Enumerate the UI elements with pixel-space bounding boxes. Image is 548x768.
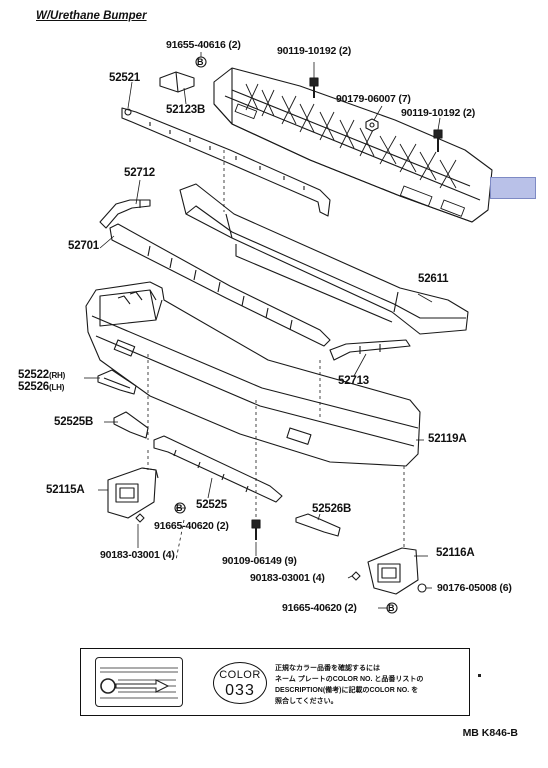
label-52521: 52521 xyxy=(109,72,140,84)
leader-lines xyxy=(84,52,441,609)
label-lh: (LH) xyxy=(48,383,65,392)
color-legend-box: COLOR 033 正規なカラー品番を確認するには ネーム プレートのCOLOR… xyxy=(80,648,470,716)
label-90119-top: 90119-10192 (2) xyxy=(277,45,352,57)
stay-52115a xyxy=(107,467,159,519)
label-91665-left: 91665-40620 (2) xyxy=(154,520,229,532)
label-90179: 90179-06007 (7) xyxy=(336,93,411,105)
label-90109: 90109-06149 (9) xyxy=(222,555,297,567)
label-52115a: 52115A xyxy=(46,484,85,496)
retainer-52521 xyxy=(121,107,331,217)
label-52712: 52712 xyxy=(124,167,155,179)
fastener-left xyxy=(135,513,145,523)
marker-b-left-letter: B xyxy=(176,503,183,513)
label-52611: 52611 xyxy=(418,273,449,285)
label-52522: 52522(RH) xyxy=(18,369,66,382)
stay-52116a xyxy=(367,547,419,595)
highlight-callout xyxy=(490,177,536,199)
label-52526: 52526(LH) xyxy=(18,381,65,394)
molding-52712 xyxy=(99,199,151,229)
label-rh: (RH) xyxy=(48,371,66,380)
label-52713: 52713 xyxy=(338,375,369,387)
molding-52701 xyxy=(109,223,331,347)
bracket-52525b xyxy=(113,411,149,439)
fastener-right xyxy=(351,571,361,581)
label-52123b: 52123B xyxy=(166,104,206,116)
color-word: COLOR xyxy=(219,669,261,681)
name-plate-illustration xyxy=(95,657,183,707)
label-52701: 52701 xyxy=(68,240,99,252)
label-52522-number: 52522 xyxy=(18,369,49,381)
lower-retainer-52525 xyxy=(153,435,283,503)
bumper-cover-52119a xyxy=(85,281,421,467)
molding-52713 xyxy=(329,339,411,361)
label-90183-right: 90183-03001 (4) xyxy=(250,572,325,584)
color-instruction-note: 正規なカラー品番を確認するには ネーム プレートのCOLOR NO. と品番リス… xyxy=(275,663,463,707)
label-52525b: 52525B xyxy=(54,416,94,428)
note-line-2: ネーム プレートのCOLOR NO. と品番リストの xyxy=(275,676,424,683)
alignment-lines xyxy=(147,150,405,561)
drawing-code: MB K846-B xyxy=(462,727,518,739)
label-52526b: 52526B xyxy=(312,503,352,515)
color-code: 033 xyxy=(225,682,255,699)
label-90183-left: 90183-03001 (4) xyxy=(100,549,175,561)
label-90119-right: 90119-10192 (2) xyxy=(401,107,476,119)
marker-b-right-letter: B xyxy=(388,603,395,613)
bracket-52123b xyxy=(159,71,195,93)
note-line-3: DESCRIPTION(備考)に記載のCOLOR NO. を xyxy=(275,687,419,694)
energy-absorber-52611 xyxy=(179,183,469,335)
label-90176: 90176-05008 (6) xyxy=(437,582,512,594)
side-retainer-52522 xyxy=(97,369,137,395)
bolt-center xyxy=(251,519,261,540)
label-52116a: 52116A xyxy=(436,547,475,559)
diagram-title: W/Urethane Bumper xyxy=(36,10,147,22)
label-91655-40616: 91655-40616 (2) xyxy=(166,39,241,51)
label-91665-right: 91665-40620 (2) xyxy=(282,602,357,614)
label-52119a: 52119A xyxy=(428,433,467,445)
label-52526-number: 52526 xyxy=(18,381,49,393)
dot-mark xyxy=(478,674,481,677)
bumper-reinforcement xyxy=(213,67,493,223)
note-line-1: 正規なカラー品番を確認するには xyxy=(275,665,380,672)
marker-b-top-letter: B xyxy=(197,57,204,67)
name-plate-graphic xyxy=(100,667,178,699)
bracket-52526b xyxy=(295,513,341,537)
nut-90176 xyxy=(417,583,427,593)
note-line-4: 照合してください。 xyxy=(275,698,338,705)
label-52525: 52525 xyxy=(196,499,227,511)
nut-90179 xyxy=(365,118,379,132)
color-code-ellipse: COLOR 033 xyxy=(213,662,267,704)
